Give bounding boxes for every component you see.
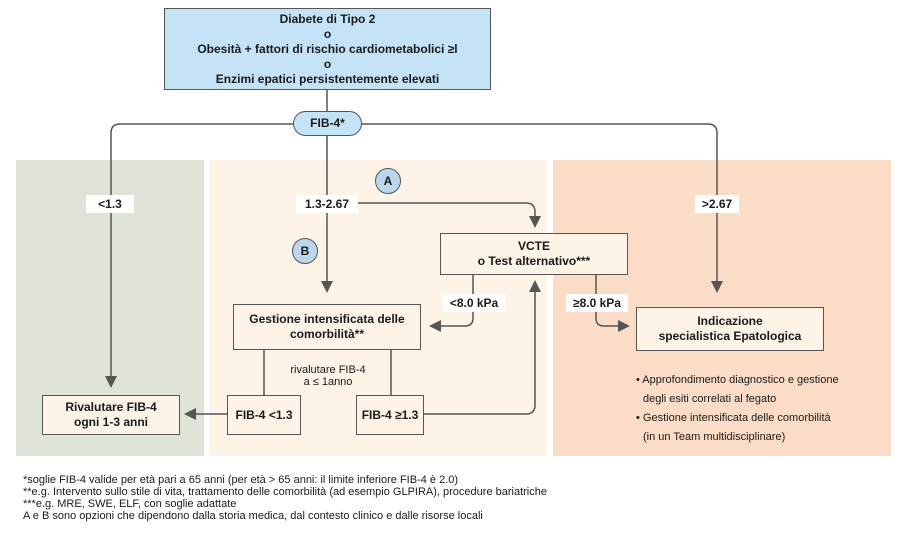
branch-mid-label: 1.3-2.67 <box>296 195 358 213</box>
fib4-label: FIB-4* <box>310 116 345 130</box>
connector-vcte-high <box>595 274 630 332</box>
reassess-line1: Rivalutare FIB-4 <box>65 400 157 414</box>
criteria-diabetes: Diabete di Tipo 2 <box>279 11 376 26</box>
connector-ge-to-vcte <box>424 280 541 415</box>
vcte-low-label: <8.0 kPa <box>443 294 505 312</box>
comorbidity-line2: comorbilità** <box>289 327 364 341</box>
referral-bullet-2-line2: (in un Team multidisciplinare) <box>643 431 786 443</box>
footnote-4: A e B sono opzioni che dipendono dalla s… <box>23 510 483 522</box>
fib4-low-result-label: FIB-4 <1.3 <box>235 407 293 422</box>
criteria-or-1: o <box>323 26 332 41</box>
reassess-note-line2: a ≤ 1anno <box>303 376 353 388</box>
comorbidity-management-box: Gestione intensificata delle comorbilità… <box>233 304 421 350</box>
referral-line2: specialistica Epatologica <box>658 329 802 343</box>
reassess-box: Rivalutare FIB-4 ogni 1-3 anni <box>42 395 180 435</box>
option-a-badge: A <box>375 168 401 194</box>
footnote-1: *soglie FIB-4 valide per età pari a 65 a… <box>23 474 459 486</box>
fib4-low-result-box: FIB-4 <1.3 <box>227 395 301 435</box>
connector-to-vcte <box>357 202 541 228</box>
referral-bullet-1-line1: • Approfondimento diagnostico e gestione <box>636 374 839 386</box>
branch-high-label: >2.67 <box>695 195 739 213</box>
reassess-line2: ogni 1-3 anni <box>73 415 148 429</box>
connector-fib4-low <box>105 123 293 388</box>
reassess-note-line1: rivalutare FIB-4 <box>290 364 366 376</box>
footnotes: *soglie FIB-4 valide per età pari a 65 a… <box>23 474 547 522</box>
referral-bullets: • Approfondimento diagnostico e gestione… <box>636 374 886 450</box>
vcte-box: VCTE o Test alternativo*** <box>440 233 628 275</box>
option-b-label: B <box>300 244 310 258</box>
vcte-high-label: ≥8.0 kPa <box>566 294 628 312</box>
fib4-node: FIB-4* <box>293 111 362 136</box>
vcte-title: VCTE <box>517 239 550 253</box>
fib4-high-result-label: FIB-4 ≥1.3 <box>361 407 419 422</box>
connector-fib4-high <box>362 123 723 293</box>
vcte-subtitle: o Test alternativo*** <box>477 254 591 268</box>
criteria-or-2: o <box>323 56 332 71</box>
footnote-2: **e.g. Intervento sullo stile di vita, t… <box>23 486 547 498</box>
connector-vcte-low <box>429 274 474 332</box>
criteria-liver-enzymes: Enzimi epatici persistentemente elevati <box>215 71 440 86</box>
fib4-high-result-box: FIB-4 ≥1.3 <box>356 395 424 435</box>
comorbidity-line1: Gestione intensificata delle <box>249 312 405 326</box>
criteria-obesity: Obesità + fattori di rischio cardiometab… <box>197 41 458 56</box>
option-b-badge: B <box>292 238 318 264</box>
connector-gestione-split <box>263 350 392 395</box>
referral-bullet-2-line1: • Gestione intensificata delle comorbili… <box>636 412 831 424</box>
referral-bullet-1-line2: degli esiti correlati al fegato <box>643 393 777 405</box>
referral-line1: Indicazione <box>697 314 763 328</box>
branch-low-label: <1.3 <box>86 195 134 213</box>
referral-bullet: • Approfondimento diagnostico e gestione… <box>636 374 886 405</box>
referral-bullet: • Gestione intensificata delle comorbili… <box>636 412 886 443</box>
hepatology-referral-box: Indicazione specialistica Epatologica <box>636 307 824 351</box>
footnote-3: ***e.g. MRE, SWE, ELF, con soglie adatta… <box>23 498 237 510</box>
reassess-note: rivalutare FIB-4 a ≤ 1anno <box>270 364 386 388</box>
inclusion-criteria-box: Diabete di Tipo 2 o Obesità + fattori di… <box>164 8 491 90</box>
option-a-label: A <box>383 174 393 188</box>
